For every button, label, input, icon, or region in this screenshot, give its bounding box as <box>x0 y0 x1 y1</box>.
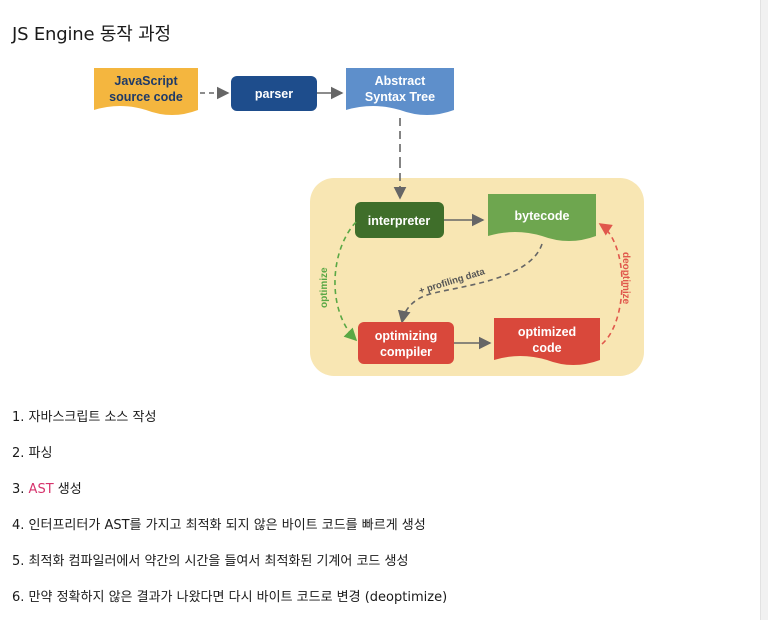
interpreter-node: interpreter <box>355 202 444 238</box>
source-code-node: JavaScript source code <box>94 68 198 115</box>
bytecode-label: bytecode <box>515 209 570 223</box>
step-item: 3. AST 생성 <box>12 482 82 497</box>
step-item: 1. 자바스크립트 소스 작성 <box>12 410 157 425</box>
profiling-data-arrow <box>397 243 543 324</box>
optimized-code-label-2: code <box>532 341 561 355</box>
optimized-code-label-1: optimized <box>518 325 576 339</box>
page-title: JS Engine 동작 과정 <box>12 24 171 45</box>
step-item: 2. 파싱 <box>12 446 53 461</box>
steps-list: 1. 자바스크립트 소스 작성 2. 파싱 3. AST 생성 4. 인터프리터… <box>12 408 447 624</box>
bytecode-node: bytecode <box>488 194 596 241</box>
ast-label-1: Abstract <box>375 74 427 88</box>
optimized-code-node: optimized code <box>494 318 600 365</box>
parser-node: parser <box>231 76 317 111</box>
scroll-edge <box>760 0 768 620</box>
ast-label-2: Syntax Tree <box>365 90 435 104</box>
source-code-label-1: JavaScript <box>114 74 178 88</box>
step-item: 6. 만약 정확하지 않은 결과가 나왔다면 다시 바이트 코드로 변경 (de… <box>12 590 448 605</box>
optimizing-compiler-node: optimizing compiler <box>358 322 454 364</box>
js-engine-diagram: JavaScript source code parser Abstract S… <box>94 68 644 376</box>
step-item: 5. 최적화 컴파일러에서 약간의 시간을 들여서 최적화된 기계어 코드 생성 <box>12 554 409 569</box>
deoptimize-label: deoptimize <box>620 252 631 305</box>
interpreter-label: interpreter <box>368 214 431 228</box>
deoptimize-arrow <box>598 223 623 345</box>
ast-node: Abstract Syntax Tree <box>346 68 454 115</box>
ast-highlight: AST <box>28 482 54 497</box>
optimize-label: optimize <box>319 267 330 308</box>
compiler-label-2: compiler <box>380 345 432 359</box>
compiler-label-1: optimizing <box>375 329 438 343</box>
optimize-arrow <box>334 221 358 342</box>
step-item: 4. 인터프리터가 AST를 가지고 최적화 되지 않은 바이트 코드를 빠르게… <box>12 518 426 533</box>
parser-label: parser <box>255 87 293 101</box>
source-code-label-2: source code <box>109 90 183 104</box>
